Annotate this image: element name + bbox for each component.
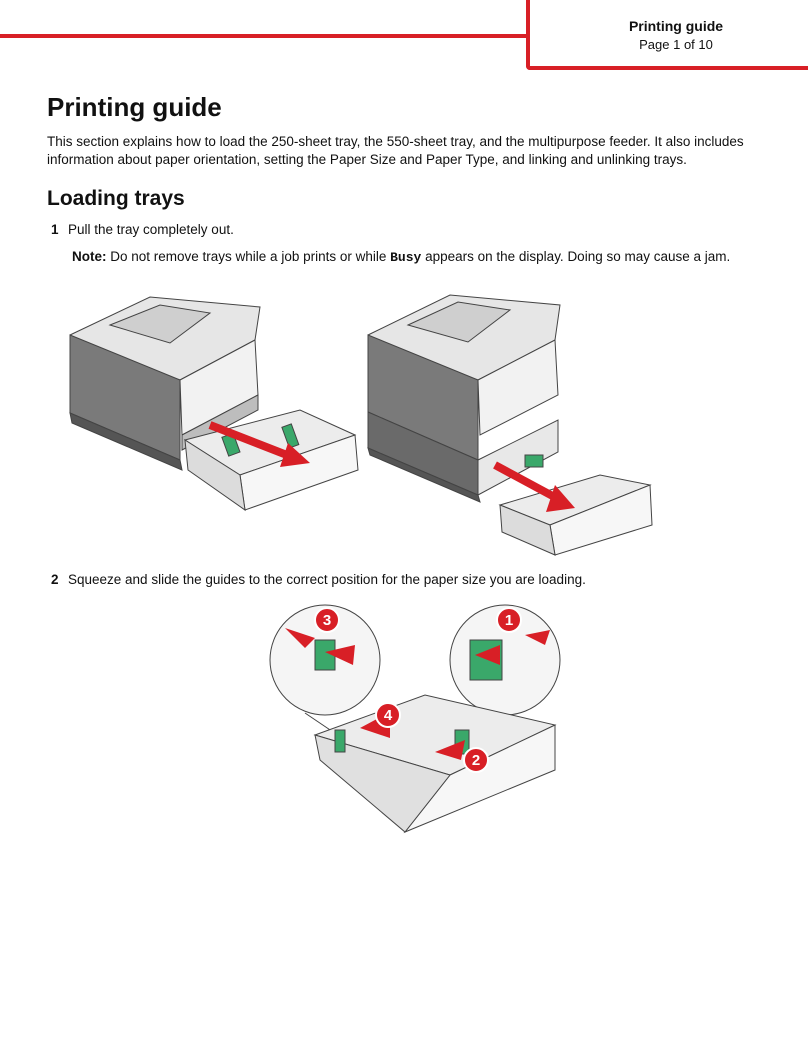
header-rule: [0, 34, 530, 38]
note-label: Note:: [72, 249, 107, 264]
step-number: 1: [51, 222, 59, 237]
step-text: Squeeze and slide the guides to the corr…: [68, 572, 586, 587]
step-text: Pull the tray completely out.: [68, 222, 234, 237]
printer-250-tray-illustration: [69, 296, 359, 512]
callout-4-marker: [375, 702, 401, 728]
callout-1-marker: [496, 607, 522, 633]
note-text-after: appears on the display. Doing so may cau…: [421, 249, 731, 264]
note-text-before: Do not remove trays while a job prints o…: [106, 249, 391, 264]
section-title: Loading trays: [47, 187, 185, 210]
callout-2-label: 2: [472, 752, 480, 769]
callout-4-label: 4: [384, 707, 393, 724]
tray-guides-illustration: 3 1 4 2: [269, 604, 561, 834]
callout-1-label: 1: [505, 612, 513, 629]
page-number: Page 1 of 10: [639, 37, 713, 52]
step-number: 2: [51, 572, 59, 587]
callout-3-marker: [314, 607, 340, 633]
header-box: [526, 0, 808, 70]
printer-550-tray-illustration: [367, 294, 653, 556]
callout-2-marker: [463, 747, 489, 773]
step-2: 2 Squeeze and slide the guides to the cor…: [47, 572, 586, 587]
callout-3-label: 3: [323, 612, 331, 629]
intro-paragraph: This section explains how to load the 25…: [47, 134, 744, 167]
note: Note: Do not remove trays while a job pr…: [72, 249, 730, 265]
page-title: Printing guide: [47, 92, 222, 122]
note-code: Busy: [390, 250, 422, 265]
header-title: Printing guide: [628, 18, 724, 34]
step-1: 1 Pull the tray completely out.: [47, 222, 234, 237]
